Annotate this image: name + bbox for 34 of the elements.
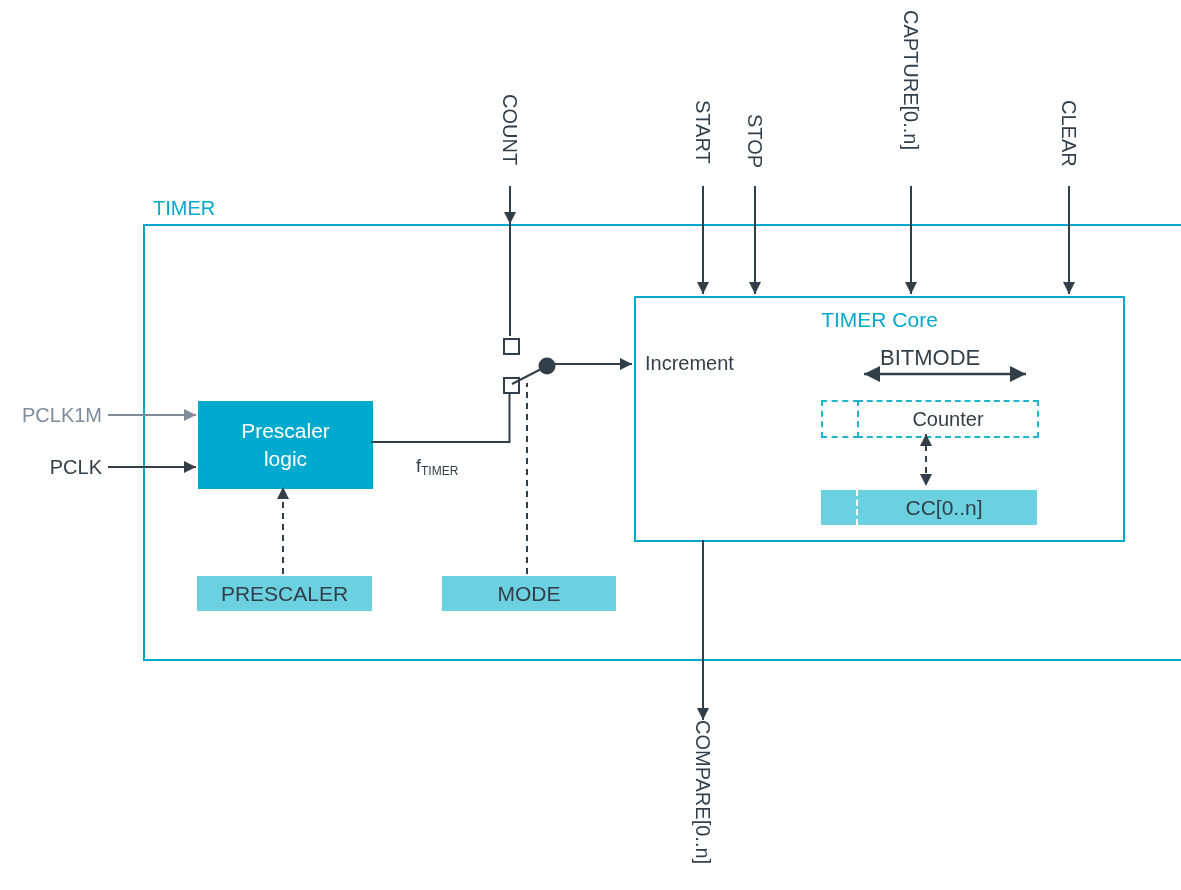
switch-contact (503, 377, 520, 394)
signal-label: PCLK (30, 454, 108, 480)
arrow (905, 185, 917, 295)
port-label: Increment (645, 351, 734, 376)
arrow (1063, 185, 1075, 295)
process-box: Prescaler logic (198, 401, 373, 489)
arrow (697, 539, 709, 721)
arrow (920, 433, 932, 487)
arrow (277, 486, 289, 575)
block-title: TIMER (153, 196, 216, 221)
arrow (107, 461, 197, 473)
core-block (634, 296, 1125, 542)
arrow (107, 409, 197, 421)
register-box (821, 400, 859, 438)
switch-contact (503, 338, 520, 355)
arrow (504, 185, 516, 225)
arrow (749, 185, 761, 295)
signal-label: START (690, 100, 716, 186)
signal-label: COUNT (497, 94, 523, 186)
register-box: Counter (857, 400, 1039, 438)
register-box: PRESCALER (197, 576, 372, 611)
register-name: CC[0..n] (905, 494, 983, 521)
signal-label: CLEAR (1056, 100, 1082, 186)
signal-label: STOP (742, 114, 768, 186)
register-box: MODE (442, 576, 616, 611)
register-box (821, 490, 1037, 525)
arrow (697, 185, 709, 295)
arrow (553, 358, 633, 370)
signal-label: COMPARE[0..n] (690, 720, 716, 890)
field-label: BITMODE (880, 345, 981, 371)
switch-lever (512, 357, 556, 385)
signal-label: PCLK1M (4, 402, 108, 428)
signal-label: CAPTURE[0..n] (898, 10, 924, 186)
block-title: TIMER Core (820, 307, 939, 333)
